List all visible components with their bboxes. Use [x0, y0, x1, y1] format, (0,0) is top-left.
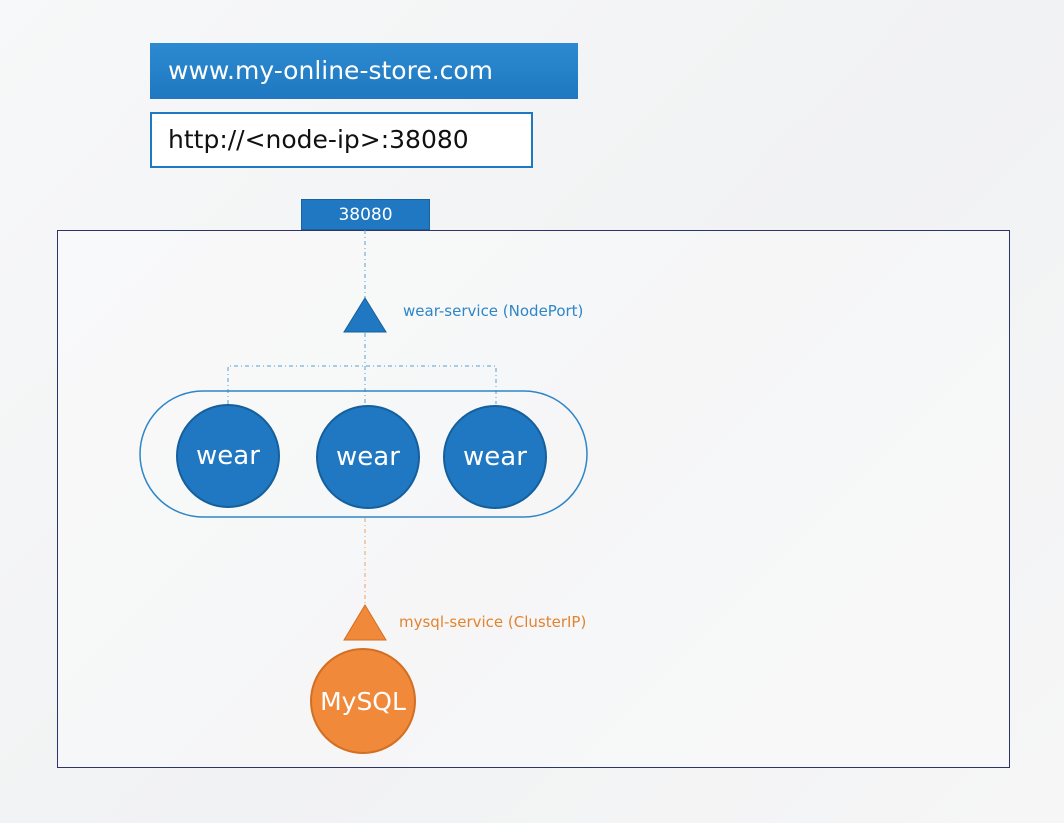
wear-pod: wear — [316, 405, 420, 509]
mysql-service-label: mysql-service (ClusterIP) — [399, 613, 587, 631]
wear-service-icon — [343, 297, 387, 333]
wear-pod: wear — [176, 404, 280, 508]
node-port-tab: 38080 — [301, 199, 430, 230]
wear-service-label: wear-service (NodePort) — [403, 302, 584, 320]
replicaset-enclosure — [139, 390, 588, 518]
wear-pod: wear — [443, 405, 547, 509]
domain-banner: www.my-online-store.com — [150, 43, 578, 99]
node-url-box: http://<node-ip>:38080 — [150, 112, 533, 168]
mysql-pod: MySQL — [310, 648, 416, 754]
mysql-service-icon — [343, 604, 387, 641]
pod-fanout-line — [227, 365, 497, 404]
